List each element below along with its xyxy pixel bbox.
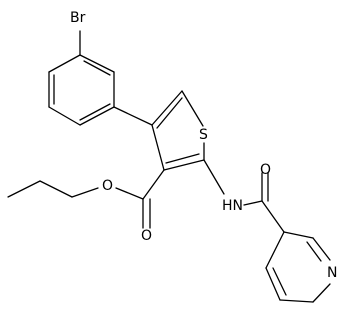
amide-oxygen-label: O	[260, 162, 271, 178]
pyridine-ring	[265, 231, 331, 303]
pyridine-nitrogen-label: N	[327, 265, 337, 281]
bromophenyl-ring	[48, 30, 115, 126]
atom-labels: Br S O O HN O N	[70, 10, 337, 281]
thiophene-ring	[151, 90, 205, 171]
bromine-label: Br	[70, 10, 86, 26]
sulfur-label: S	[199, 127, 208, 143]
amide-group	[203, 159, 285, 233]
ester-ether-oxygen-label: O	[102, 178, 113, 194]
aryl-link-bond	[113, 106, 153, 126]
ester-carbonyl-oxygen-label: O	[141, 228, 152, 244]
amide-nh-label: HN	[222, 198, 243, 214]
propyl-ester-group	[7, 169, 165, 229]
